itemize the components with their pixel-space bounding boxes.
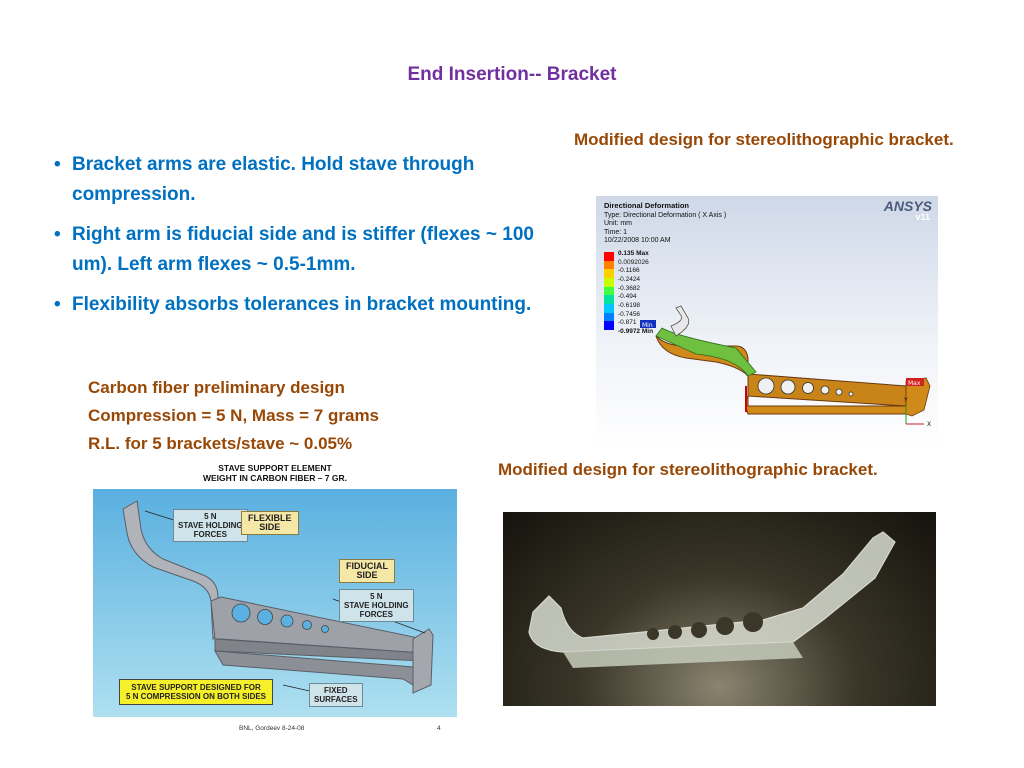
- label-line: STAVE SUPPORT DESIGNED FOR: [131, 683, 261, 692]
- label-line: 5 N COMPRESSION ON BOTH SIDES: [126, 692, 267, 701]
- label-line: STAVE HOLDING: [178, 521, 243, 530]
- legend-label: -0.6198: [618, 301, 641, 309]
- legend-label: 0.0092026: [618, 258, 649, 266]
- ansys-logo: ANSYS: [883, 198, 932, 214]
- legend-swatch: [604, 277, 614, 287]
- label-line: FORCES: [193, 530, 227, 539]
- label-line: 5 N: [204, 512, 217, 521]
- bracket-photo-drawing: [528, 531, 896, 668]
- legend-swatch: [604, 312, 614, 322]
- ansys-version: v11: [915, 212, 930, 222]
- caption-photo: Modified design for stereolithographic b…: [498, 460, 878, 479]
- slide-title: End Insertion-- Bracket: [407, 64, 617, 85]
- figure-title: STAVE SUPPORT ELEMENT WEIGHT IN CARBON F…: [93, 463, 457, 483]
- legend-swatch: [604, 295, 614, 304]
- label-line: FLEXIBLE: [248, 513, 292, 523]
- fixed-surfaces-label: FIXED SURFACES: [309, 683, 363, 707]
- legend-swatch: [604, 303, 614, 313]
- max-label: Max: [908, 380, 921, 387]
- legend-label: -0.7456: [618, 310, 641, 318]
- fiducial-side-label: FIDUCIAL SIDE: [339, 559, 395, 583]
- support-design-label: STAVE SUPPORT DESIGNED FOR 5 N COMPRESSI…: [119, 679, 274, 705]
- bracket-mesh-drawing: Min Max Y X: [640, 305, 931, 428]
- footer-page-number: 4: [437, 725, 441, 732]
- bullet-item: Bracket arms are elastic. Hold stave thr…: [52, 150, 552, 210]
- label-line: SIDE: [259, 522, 281, 532]
- carbon-note-line: Compression = 5 N, Mass = 7 grams: [88, 406, 380, 425]
- max-flag: [906, 378, 924, 386]
- min-label: Min: [642, 322, 653, 329]
- legend-label: -0.2424: [618, 275, 641, 283]
- figure-title-line: WEIGHT IN CARBON FIBER – 7 GR.: [202, 473, 348, 483]
- left-holding-force-label: 5 N STAVE HOLDING FORCES: [173, 509, 248, 542]
- ansys-header-line: Directional Deformation: [604, 201, 690, 210]
- ansys-header-line: Type: Directional Deformation ( X Axis ): [604, 211, 727, 219]
- bullet-list: Bracket arms are elastic. Hold stave thr…: [52, 150, 552, 330]
- legend-label: -0.9972 Min: [618, 327, 654, 335]
- legend-label: -0.3682: [618, 284, 641, 292]
- x-axis-label: X: [927, 421, 931, 428]
- carbon-note-line: R.L. for 5 brackets/stave ~ 0.05%: [88, 434, 353, 453]
- caption-ansys: Modified design for stereolithographic b…: [574, 130, 954, 149]
- ansys-header-line: Time: 1: [604, 228, 628, 236]
- label-line: FIXED: [324, 686, 348, 695]
- carbon-note-line: Carbon fiber preliminary design: [88, 378, 345, 397]
- ansys-header: Directional Deformation Type: Directiona…: [604, 201, 727, 246]
- color-legend: [604, 252, 614, 330]
- legend-swatch: [604, 252, 614, 261]
- legend-label: -0.1166: [618, 267, 640, 275]
- label-line: FIDUCIAL: [346, 561, 388, 571]
- label-line: STAVE HOLDING: [344, 601, 409, 610]
- bullet-item: Right arm is fiducial side and is stiffe…: [52, 220, 552, 280]
- figure-title-line: STAVE SUPPORT ELEMENT: [218, 463, 332, 473]
- label-line: FORCES: [359, 610, 393, 619]
- legend-label: -0.871: [618, 319, 637, 327]
- label-line: SURFACES: [314, 695, 358, 704]
- bracket-photo: [503, 512, 936, 706]
- ansys-header-line: Unit: mm: [604, 220, 632, 227]
- min-flag: [640, 320, 656, 328]
- carbon-fiber-notes: Carbon fiber preliminary design Compress…: [88, 374, 468, 458]
- legend-label: 0.135 Max: [618, 250, 649, 257]
- bullet-item: Flexibility absorbs tolerances in bracke…: [52, 290, 552, 320]
- flexible-side-label: FLEXIBLE SIDE: [241, 511, 299, 535]
- carbon-fiber-figure: STAVE SUPPORT ELEMENT WEIGHT IN CARBON F…: [93, 463, 457, 739]
- legend-swatch: [604, 286, 614, 296]
- legend-swatch: [604, 321, 614, 330]
- ansys-header-line: 10/22/2008 10:00 AM: [604, 237, 671, 244]
- legend-swatch: [604, 260, 614, 270]
- footer-credit: BNL, Gordeev 8-24-08: [239, 725, 305, 732]
- label-line: 5 N: [370, 592, 383, 601]
- label-line: SIDE: [356, 570, 378, 580]
- bracket-render: [122, 500, 434, 695]
- legend-labels: 0.135 Max 0.0092026 -0.1166 -0.2424 -0.3…: [618, 250, 653, 337]
- legend-label: -0.494: [618, 293, 637, 301]
- y-axis-label: Y: [903, 397, 908, 404]
- ansys-deformation-figure: Directional Deformation Type: Directiona…: [596, 196, 938, 448]
- legend-swatch: [604, 269, 614, 278]
- right-holding-force-label: 5 N STAVE HOLDING FORCES: [339, 589, 414, 622]
